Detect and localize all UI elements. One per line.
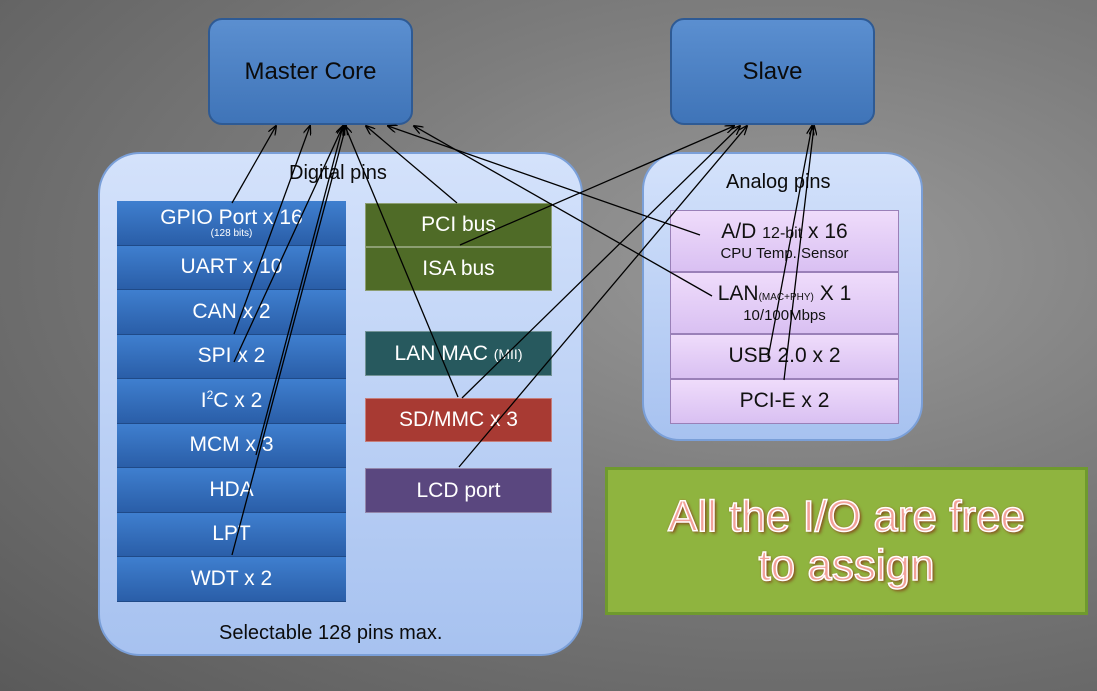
- wdt-label: WDT x 2: [190, 566, 273, 590]
- slave-core-label: Slave: [742, 57, 803, 85]
- pci-bus-box: PCI bus: [365, 203, 552, 247]
- gpio-port-bits: (128 bits): [210, 227, 253, 239]
- mcm-cell: MCM x 3: [117, 424, 346, 468]
- lcd-port-box: LCD port: [365, 468, 552, 513]
- uart-label: UART x 10: [180, 255, 283, 279]
- wdt-cell: WDT x 2: [117, 557, 346, 602]
- digital-pins-label: Digital pins: [289, 162, 387, 184]
- can-label: CAN x 2: [192, 299, 271, 323]
- slave-core-box: Slave: [670, 18, 875, 125]
- lpt-cell: LPT: [117, 513, 346, 557]
- gpio-port-label: GPIO Port x 16: [160, 205, 303, 229]
- analog-pins-label: Analog pins: [726, 171, 831, 193]
- isa-bus-box: ISA bus: [365, 247, 552, 291]
- lan-phy-label: LAN(MAC+PHY) X 1: [717, 281, 852, 305]
- uart-cell: UART x 10: [117, 246, 346, 290]
- i2c-label: I2C x 2: [200, 388, 263, 413]
- lan-mac-box: LAN MAC (MII): [365, 331, 552, 376]
- lcd-port-label: LCD port: [416, 478, 501, 502]
- spi-cell: SPI x 2: [117, 335, 346, 379]
- analog-pin-stack: A/D 12-bit x 16 CPU Temp. Sensor LAN(MAC…: [670, 210, 899, 424]
- pcie-cell: PCI-E x 2: [670, 379, 899, 424]
- master-core-box: Master Core: [208, 18, 413, 125]
- master-core-label: Master Core: [244, 57, 377, 85]
- cpu-temp-sensor-label: CPU Temp. Sensor: [720, 244, 849, 262]
- mcm-label: MCM x 3: [189, 433, 274, 457]
- usb-label: USB 2.0 x 2: [728, 344, 841, 368]
- sd-mmc-label: SD/MMC x 3: [398, 408, 518, 431]
- pcie-label: PCI-E x 2: [739, 389, 830, 413]
- lan-mac-mii: (MII): [493, 345, 523, 362]
- spi-label: SPI x 2: [197, 344, 266, 368]
- lan-phy-cell: LAN(MAC+PHY) X 1 10/100Mbps: [670, 272, 899, 334]
- hda-cell: HDA: [117, 468, 346, 513]
- pci-bus-label: PCI bus: [421, 213, 496, 236]
- hda-label: HDA: [209, 477, 254, 501]
- i2c-cell: I2C x 2: [117, 379, 346, 424]
- ad-converter-cell: A/D 12-bit x 16 CPU Temp. Sensor: [670, 210, 899, 272]
- lan-mac-label: LAN MAC: [394, 341, 488, 365]
- lan-speed-label: 10/100Mbps: [743, 306, 826, 324]
- digital-pin-stack: GPIO Port x 16 (128 bits) UART x 10 CAN …: [117, 201, 346, 602]
- ad-converter-label: A/D 12-bit x 16: [721, 219, 848, 243]
- can-cell: CAN x 2: [117, 290, 346, 335]
- isa-bus-label: ISA bus: [422, 257, 495, 280]
- lpt-label: LPT: [212, 522, 251, 546]
- sd-mmc-box: SD/MMC x 3: [365, 398, 552, 442]
- digital-pins-footer: Selectable 128 pins max.: [219, 622, 443, 644]
- gpio-port-cell: GPIO Port x 16 (128 bits): [117, 201, 346, 246]
- usb-cell: USB 2.0 x 2: [670, 334, 899, 379]
